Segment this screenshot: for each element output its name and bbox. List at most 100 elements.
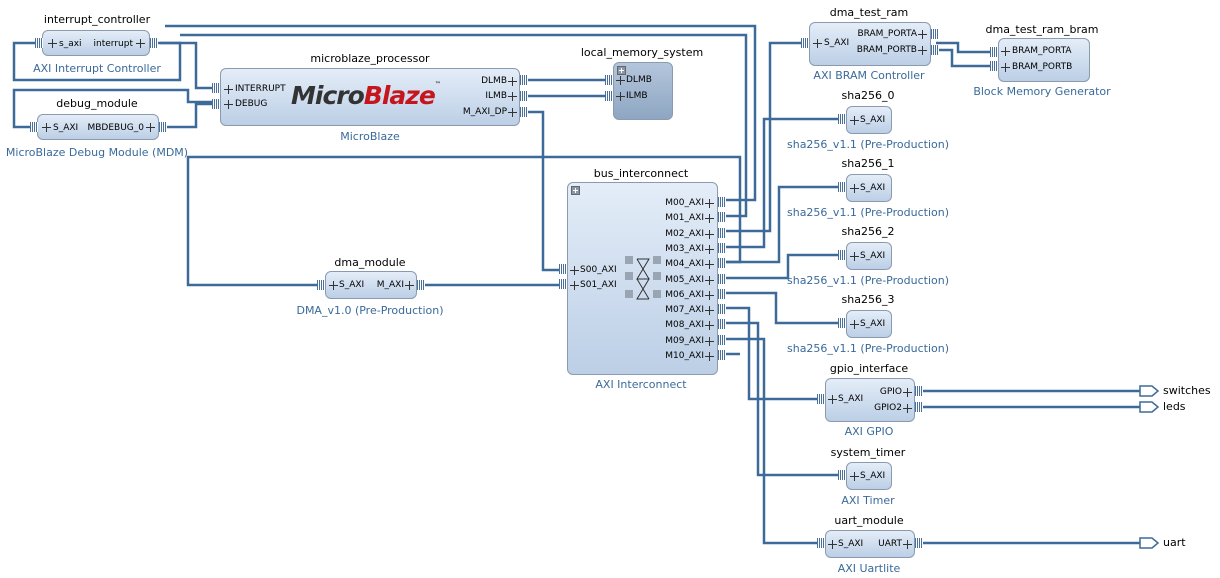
dlmb-plus-icon[interactable] <box>508 77 517 86</box>
external-port-switches[interactable]: switches <box>1163 384 1211 397</box>
pin-icon[interactable] <box>212 83 220 93</box>
system-timer-block[interactable]: S_AXI <box>846 462 892 490</box>
s-axi-plus-icon[interactable] <box>813 39 822 48</box>
s-axi-plus-icon[interactable] <box>850 116 859 125</box>
sha256-3-block[interactable]: S_AXI <box>846 310 892 338</box>
debug-module-block[interactable]: S_AXI MBDEBUG_0 <box>37 114 159 140</box>
m-axi-plus-icon[interactable] <box>405 281 414 290</box>
master-plus-icon[interactable] <box>705 214 714 224</box>
microblaze-block[interactable]: INTERRUPT DEBUG MicroBlaze™ DLMB ILMB M_… <box>220 68 520 126</box>
master-plus-icon[interactable] <box>705 321 714 331</box>
pin-icon[interactable] <box>520 75 528 85</box>
debug-plus-icon[interactable] <box>224 100 233 109</box>
pin-icon[interactable] <box>718 350 726 360</box>
master-plus-icon[interactable] <box>705 336 714 346</box>
dlmb-plus-icon[interactable] <box>616 76 625 85</box>
pin-icon[interactable] <box>520 91 528 101</box>
ilmb-plus-icon[interactable] <box>616 92 625 101</box>
pin-icon[interactable] <box>30 122 38 132</box>
s-axi-plus-icon[interactable] <box>850 252 859 261</box>
s-axi-plus-icon[interactable] <box>828 395 837 404</box>
portb-plus-icon[interactable] <box>1001 63 1010 72</box>
master-plus-icon[interactable] <box>705 352 714 361</box>
gpio-plus-icon[interactable] <box>903 388 912 397</box>
mbdebug-plus-icon[interactable] <box>146 123 155 132</box>
interrupt-plus-icon[interactable] <box>224 85 233 94</box>
slave-plus-icon[interactable] <box>570 281 579 290</box>
pin-icon[interactable] <box>817 394 825 404</box>
interrupt-plus-icon[interactable] <box>136 39 145 48</box>
pin-icon[interactable] <box>838 250 846 260</box>
portb-plus-icon[interactable] <box>918 46 927 55</box>
pin-icon[interactable] <box>559 279 567 289</box>
pin-icon[interactable] <box>915 538 923 548</box>
external-port-leds[interactable]: leds <box>1163 400 1186 413</box>
pin-icon[interactable] <box>317 280 325 290</box>
interrupt-controller-block[interactable]: s_axi interrupt <box>42 30 150 56</box>
gpio-block[interactable]: S_AXI GPIO GPIO2 <box>825 378 915 422</box>
master-plus-icon[interactable] <box>705 229 714 239</box>
gpio2-plus-icon[interactable] <box>903 404 912 413</box>
pin-icon[interactable] <box>915 386 923 396</box>
pin-icon[interactable] <box>801 38 809 48</box>
pin-icon[interactable] <box>915 402 923 412</box>
pin-icon[interactable] <box>559 264 567 274</box>
slave-plus-icon[interactable] <box>570 266 579 275</box>
pin-icon[interactable] <box>605 75 613 85</box>
pin-icon[interactable] <box>417 280 425 290</box>
pin-icon[interactable] <box>931 29 939 39</box>
s-axi-plus-icon[interactable] <box>329 281 338 290</box>
master-plus-icon[interactable] <box>705 275 714 285</box>
pin-icon[interactable] <box>718 273 726 284</box>
master-plus-icon[interactable] <box>705 260 714 270</box>
uart-plus-icon[interactable] <box>903 540 912 549</box>
pin-icon[interactable] <box>718 334 726 345</box>
m-axi-dp-plus-icon[interactable] <box>508 108 517 117</box>
pin-icon[interactable] <box>520 107 528 117</box>
pin-icon[interactable] <box>605 91 613 101</box>
s-axi-plus-icon[interactable] <box>42 123 51 132</box>
pin-icon[interactable] <box>990 61 998 71</box>
pin-icon[interactable] <box>212 99 220 109</box>
porta-plus-icon[interactable] <box>1001 47 1010 56</box>
pin-icon[interactable] <box>718 319 726 330</box>
pin-icon[interactable] <box>817 538 825 548</box>
pin-icon[interactable] <box>990 47 998 57</box>
master-plus-icon[interactable] <box>705 199 714 208</box>
master-plus-icon[interactable] <box>705 290 714 300</box>
pin-icon[interactable] <box>718 304 726 315</box>
pin-icon[interactable] <box>150 38 158 48</box>
pin-icon[interactable] <box>718 212 726 223</box>
sha256-1-block[interactable]: S_AXI <box>846 174 892 202</box>
pin-icon[interactable] <box>35 38 43 48</box>
sha256-2-block[interactable]: S_AXI <box>846 242 892 270</box>
pin-icon[interactable] <box>838 470 846 480</box>
external-port-uart[interactable]: uart <box>1163 536 1186 549</box>
s-axi-plus-icon[interactable] <box>48 39 57 48</box>
ilmb-plus-icon[interactable] <box>508 92 517 101</box>
uart-module-block[interactable]: S_AXI UART <box>825 530 915 558</box>
sha256-0-block[interactable]: S_AXI <box>846 106 892 134</box>
s-axi-plus-icon[interactable] <box>850 472 859 481</box>
pin-icon[interactable] <box>838 114 846 124</box>
pin-icon[interactable] <box>718 227 726 238</box>
s-axi-plus-icon[interactable] <box>850 184 859 193</box>
dma-test-ram-block[interactable]: S_AXI BRAM_PORTA BRAM_PORTB <box>809 22 931 66</box>
pin-icon[interactable] <box>931 45 939 55</box>
pin-icon[interactable] <box>718 288 726 299</box>
pin-icon[interactable] <box>838 318 846 328</box>
expand-icon[interactable] <box>571 186 580 195</box>
master-plus-icon[interactable] <box>705 244 714 254</box>
pin-icon[interactable] <box>159 122 167 132</box>
pin-icon[interactable] <box>718 258 726 269</box>
porta-plus-icon[interactable] <box>918 30 927 39</box>
dma-module-block[interactable]: S_AXI M_AXI <box>325 271 417 299</box>
pin-icon[interactable] <box>718 242 726 253</box>
pin-icon[interactable] <box>838 182 846 192</box>
bram-block[interactable]: BRAM_PORTA BRAM_PORTB <box>998 38 1090 82</box>
master-plus-icon[interactable] <box>705 306 714 316</box>
pin-icon[interactable] <box>718 197 726 207</box>
collapse-icon[interactable] <box>617 66 626 75</box>
